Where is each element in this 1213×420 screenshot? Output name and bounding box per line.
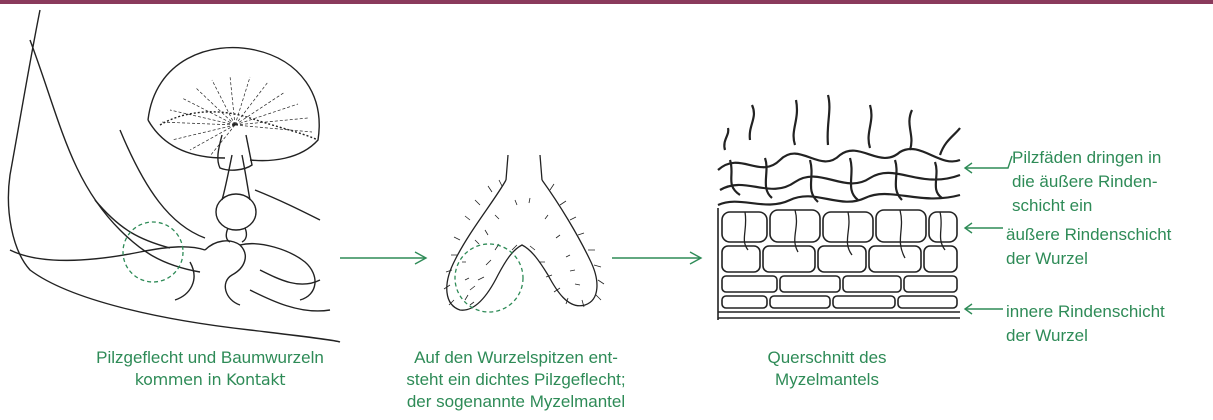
highlight-circle-1	[123, 222, 183, 282]
caption-mycelium-line1: Auf den Wurzelspitzen ent-	[366, 347, 666, 369]
arrow-2	[612, 252, 701, 264]
caption-contact-line2: kommen in Kontakt	[40, 369, 380, 391]
caption-contact: Pilzgeflecht und Baumwurzeln kommen in K…	[40, 347, 380, 391]
caption-cross-section: Querschnitt des Myzelmantels	[722, 347, 932, 391]
label-inner-cortex: innere Rindenschicht der Wurzel	[1006, 300, 1206, 348]
mushroom-illustration	[8, 10, 340, 342]
caption-cross-section-line2: Myzelmantels	[722, 369, 932, 391]
caption-mycelium-line3: der sogenannte Myzelmantel	[366, 391, 666, 413]
label-hyphae-line3: schicht ein	[1012, 194, 1207, 218]
arrow-1	[340, 252, 426, 264]
label-outer-cortex: äußere Rindenschicht der Wurzel	[1006, 223, 1206, 271]
caption-mycelium: Auf den Wurzelspitzen ent- steht ein dic…	[366, 347, 666, 413]
cross-section-illustration	[718, 95, 960, 320]
root-tip-illustration	[444, 155, 604, 310]
caption-mycelium-line2: steht ein dichtes Pilzgeflecht;	[366, 369, 666, 391]
highlight-circle-2	[455, 244, 523, 312]
label-outer-cortex-line2: der Wurzel	[1006, 247, 1206, 271]
label-hyphae-line2: die äußere Rinden-	[1012, 170, 1207, 194]
caption-cross-section-line1: Querschnitt des	[722, 347, 932, 369]
label-hyphae-line1: Pilzfäden dringen in	[1012, 146, 1207, 170]
caption-contact-line1: Pilzgeflecht und Baumwurzeln	[40, 347, 380, 369]
label-inner-cortex-line2: der Wurzel	[1006, 324, 1206, 348]
label-outer-cortex-line1: äußere Rindenschicht	[1006, 223, 1206, 247]
label-arrows	[965, 156, 1012, 314]
label-hyphae: Pilzfäden dringen in die äußere Rinden- …	[1012, 146, 1207, 218]
label-inner-cortex-line1: innere Rindenschicht	[1006, 300, 1206, 324]
